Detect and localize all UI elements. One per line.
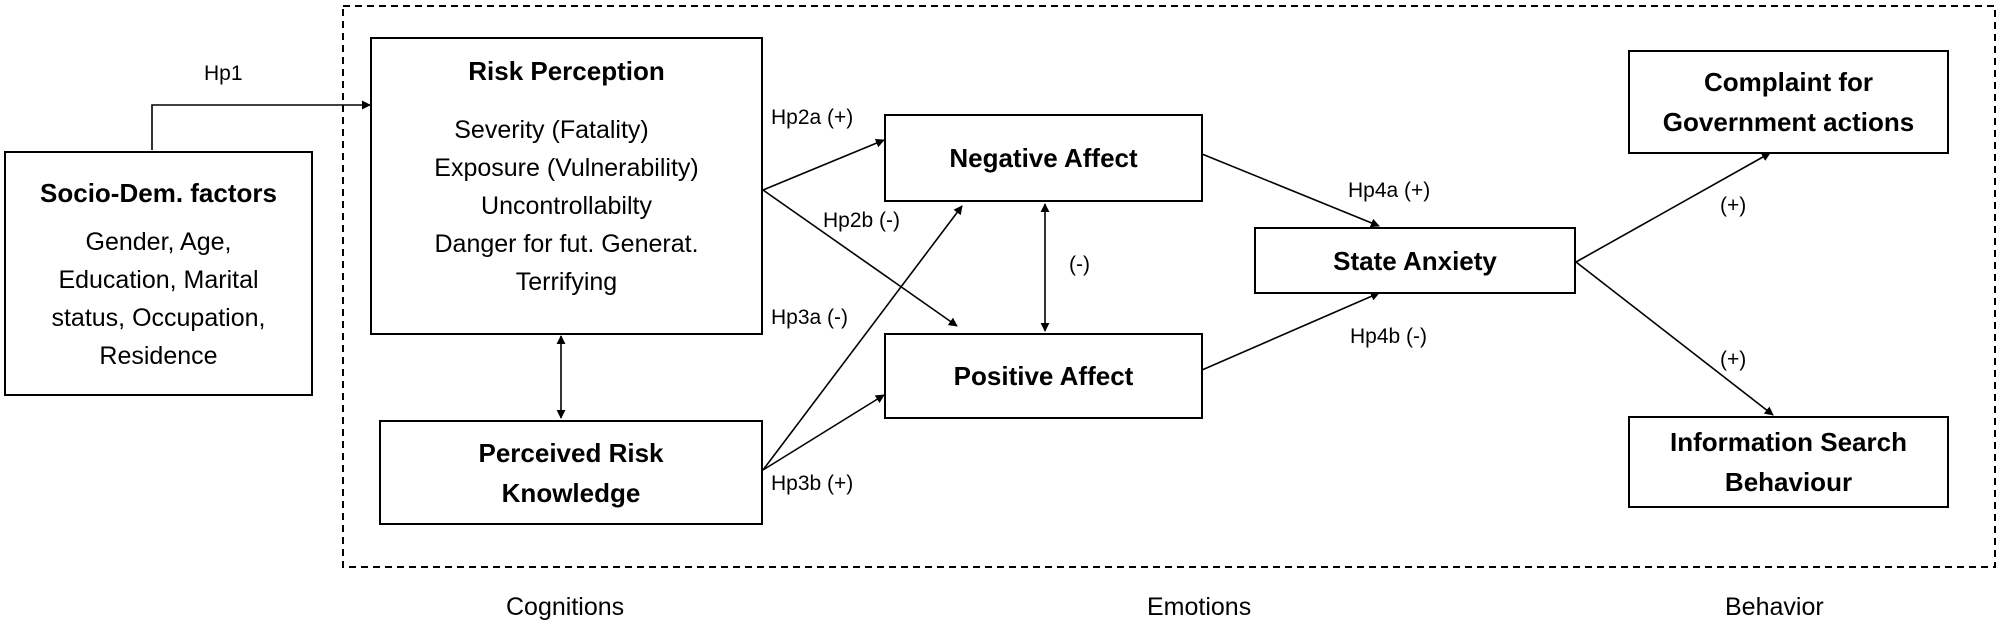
- complaint-box: Complaint for Government actions: [1628, 50, 1949, 154]
- model-boundary: [342, 5, 1996, 568]
- state-anxiety-box: State Anxiety: [1254, 227, 1576, 294]
- perceived-risk-knowledge-box: Perceived Risk Knowledge: [379, 420, 763, 525]
- arrow-hp4a: [1201, 153, 1380, 228]
- label-affect-correlation: (-): [1069, 253, 1090, 276]
- arrow-hp3a: [762, 205, 963, 471]
- positive-affect-title: Positive Affect: [953, 361, 1134, 391]
- risk-perception-item: Severity (Fatality): [454, 116, 649, 144]
- section-label-behavior: Behavior: [1725, 593, 1824, 621]
- arrow-hp2a: [762, 138, 885, 191]
- socio-dem-line: Education, Marital: [58, 265, 259, 294]
- label-hp4b: Hp4b (-): [1350, 325, 1428, 348]
- state-anxiety-title: State Anxiety: [1333, 245, 1497, 276]
- arrow-hp3b: [762, 394, 885, 471]
- perceived-knowledge-title-line: Perceived Risk: [478, 437, 664, 468]
- info-search-title-line: Information Search: [1670, 427, 1907, 457]
- info-search-title-line: Behaviour: [1724, 467, 1853, 497]
- arrow-hp4b: [1201, 292, 1380, 371]
- section-label-emotions: Emotions: [1147, 593, 1252, 621]
- perceived-knowledge-title-line: Knowledge: [501, 477, 641, 508]
- socio-dem-line: status, Occupation,: [51, 303, 266, 332]
- risk-perception-item: Terrifying: [515, 268, 618, 296]
- risk-perception-item: Danger for fut. Generat.: [434, 230, 699, 258]
- label-hp3b: Hp3b (+): [771, 472, 854, 495]
- label-hp1: Hp1: [204, 62, 243, 85]
- risk-perception-title: Risk Perception: [468, 56, 665, 86]
- socio-dem-title: Socio-Dem. factors: [40, 177, 277, 208]
- label-hp4a: Hp4a (+): [1348, 179, 1431, 202]
- socio-dem-line: Residence: [99, 341, 218, 370]
- label-hp2b: Hp2b (-): [823, 209, 901, 232]
- arrow-to-complaint: [1575, 152, 1771, 263]
- arrow-to-info-search: [1575, 261, 1774, 416]
- socio-dem-line: Gender, Age,: [85, 227, 232, 256]
- negative-affect-title: Negative Affect: [949, 143, 1138, 173]
- label-hp3a: Hp3a (-): [771, 306, 849, 329]
- info-search-box: Information Search Behaviour: [1628, 416, 1949, 508]
- label-to-info-search: (+): [1720, 348, 1747, 371]
- socio-dem-factors-box: Socio-Dem. factors Gender, Age, Educatio…: [4, 151, 313, 396]
- label-to-complaint: (+): [1720, 194, 1747, 217]
- risk-perception-item: Uncontrollabilty: [481, 192, 652, 220]
- arrow-hp2b: [762, 189, 958, 327]
- complaint-title-line: Government actions: [1662, 107, 1915, 137]
- complaint-title-line: Complaint for: [1704, 67, 1873, 97]
- risk-perception-box: Risk Perception Severity (Fatality) Expo…: [370, 37, 763, 335]
- risk-perception-item: Exposure (Vulnerability): [434, 154, 699, 182]
- label-hp2a: Hp2a (+): [771, 106, 854, 129]
- positive-affect-box: Positive Affect: [884, 333, 1203, 419]
- negative-affect-box: Negative Affect: [884, 114, 1203, 202]
- arrow-hp1: [151, 100, 371, 150]
- section-label-cognitions: Cognitions: [506, 593, 625, 621]
